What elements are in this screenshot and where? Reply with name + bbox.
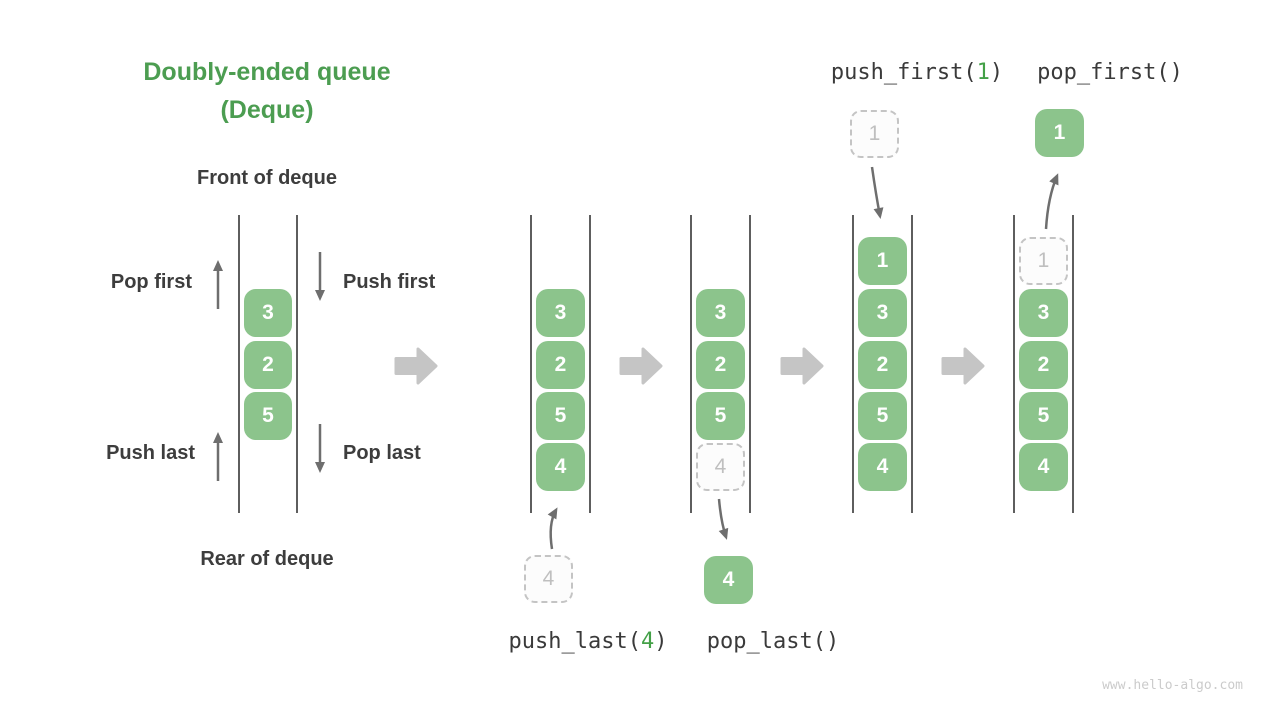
deque-state-3: 1 3 2 5 4 (852, 215, 913, 513)
code-text: push_first( (830, 60, 977, 85)
push-last-transfer-arrow (547, 507, 558, 550)
deque-cell: 4 (858, 443, 907, 491)
push-first-transfer-arrow (870, 166, 884, 219)
pop-last-call-label: pop_last() (707, 629, 839, 655)
deque-cell-removed: 4 (696, 443, 745, 491)
deque-rail-right (589, 215, 591, 513)
initial-deque: 3 2 5 (238, 215, 298, 513)
deque-rail-right (296, 215, 298, 513)
pop-last-label: Pop last (343, 442, 421, 464)
floating-cell-push-first: 1 (850, 110, 899, 158)
deque-cell: 2 (536, 341, 585, 389)
deque-cell: 1 (858, 237, 907, 285)
rear-of-deque-label: Rear of deque (200, 548, 334, 570)
deque-rail-right (749, 215, 751, 513)
deque-rail-left (530, 215, 532, 513)
deque-cell: 2 (1019, 341, 1068, 389)
deque-cell: 3 (536, 289, 585, 337)
deque-rail-left (852, 215, 854, 513)
deque-rail-left (1013, 215, 1015, 513)
watermark: www.hello-algo.com (1102, 678, 1243, 693)
deque-state-2: 3 2 5 4 (690, 215, 751, 513)
code-arg: 4 (640, 629, 655, 654)
code-arg: 1 (976, 60, 990, 85)
diagram-title-line2: (Deque) (220, 96, 314, 124)
deque-cell: 4 (1019, 443, 1068, 491)
code-text: ) (654, 629, 668, 654)
deque-cell: 5 (244, 392, 292, 440)
deque-cell: 5 (536, 392, 585, 440)
floating-cell-push-last: 4 (524, 555, 573, 603)
deque-cell-removed: 1 (1019, 237, 1068, 285)
transition-arrow-4 (941, 347, 985, 385)
deque-cell: 3 (1019, 289, 1068, 337)
deque-rail-right (1072, 215, 1074, 513)
code-text: ) (989, 60, 1004, 85)
front-of-deque-label: Front of deque (197, 167, 337, 189)
deque-cell: 5 (1019, 392, 1068, 440)
pop-first-call-label: pop_first() (1037, 60, 1183, 86)
deque-cell: 5 (858, 392, 907, 440)
code-text: pop_last() (706, 629, 840, 654)
deque-state-4: 1 3 2 5 4 (1013, 215, 1074, 513)
deque-state-1: 3 2 5 4 (530, 215, 591, 513)
deque-cell: 2 (244, 341, 292, 389)
code-text: pop_first() (1037, 60, 1183, 85)
deque-rail-right (911, 215, 913, 513)
code-text: push_last( (508, 629, 641, 654)
deque-rail-left (690, 215, 692, 513)
deque-cell: 3 (244, 289, 292, 337)
push-first-label: Push first (343, 271, 436, 293)
deque-cell: 3 (858, 289, 907, 337)
deque-cell: 3 (696, 289, 745, 337)
floating-cell-pop-first: 1 (1035, 109, 1084, 157)
deque-cell: 4 (536, 443, 585, 491)
deque-rail-left (238, 215, 240, 513)
push-first-call-label: push_first(1) (831, 60, 1003, 86)
diagram-title: Doubly-ended queue (Deque) (139, 53, 395, 129)
transition-arrow-1 (394, 347, 438, 385)
push-last-call-label: push_last(4) (509, 629, 668, 655)
floating-cell-pop-last: 4 (704, 556, 753, 604)
pop-first-label: Pop first (110, 271, 192, 293)
deque-cell: 5 (696, 392, 745, 440)
deque-cell: 2 (696, 341, 745, 389)
push-last-label: Push last (106, 442, 195, 464)
diagram-title-line1: Doubly-ended queue (143, 58, 391, 86)
transition-arrow-2 (619, 347, 663, 385)
transition-arrow-3 (780, 347, 824, 385)
deque-cell: 2 (858, 341, 907, 389)
